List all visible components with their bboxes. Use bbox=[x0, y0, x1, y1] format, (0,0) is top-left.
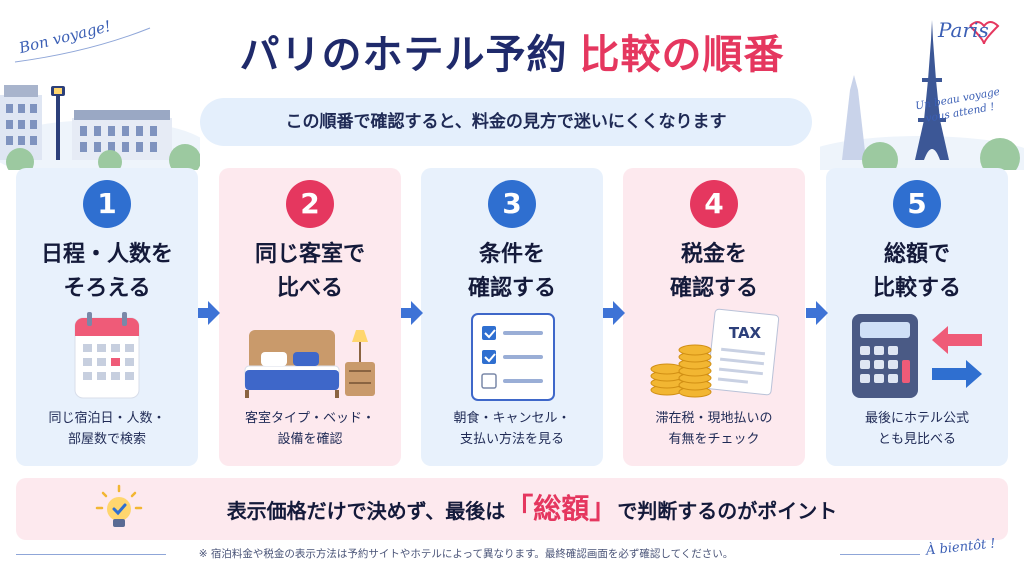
footer-divider bbox=[840, 554, 920, 555]
eiffel-tower-illustration bbox=[820, 20, 1024, 170]
step-number-badge: 2 bbox=[286, 180, 334, 228]
step-number-badge: 1 bbox=[83, 180, 131, 228]
step-description: 最後にホテル公式 とも見比べる bbox=[864, 411, 969, 447]
step-card-3: 3 条件を 確認する 朝食・キャンセル・ 支払い方法を見る bbox=[421, 168, 603, 466]
step-title: 税金を 確認する bbox=[669, 242, 758, 301]
calculator-icon bbox=[852, 314, 982, 398]
step-description: 滞在税・現地払いの 有無をチェック bbox=[655, 411, 773, 447]
paris-text: Paris bbox=[938, 18, 989, 42]
step-number-badge: 5 bbox=[893, 180, 941, 228]
footnote: ※ 宿泊料金や税金の表示方法は予約サイトやホテルによって異なります。最終確認画面… bbox=[198, 548, 734, 560]
footer-divider bbox=[16, 554, 166, 555]
step-title: 総額で 比較する bbox=[872, 242, 961, 301]
title-accent: 比較の順番 bbox=[579, 32, 785, 78]
total-price-highlight: 「総額」 bbox=[505, 492, 618, 525]
arrow-right-icon bbox=[806, 301, 828, 325]
arrow-right-icon bbox=[401, 301, 423, 325]
key-point-text: 表示価格だけで決めず、最後は「総額」で判断するのがポイント bbox=[226, 492, 838, 525]
step-description: 朝食・キャンセル・ 支払い方法を見る bbox=[453, 411, 571, 447]
arrow-right-icon bbox=[603, 301, 625, 325]
lightbulb-icon bbox=[95, 484, 143, 527]
bed-icon bbox=[244, 330, 375, 398]
step-title: 条件を 確認する bbox=[467, 242, 556, 301]
step-number-badge: 4 bbox=[690, 180, 738, 228]
paris-buildings-illustration bbox=[0, 27, 200, 170]
step-card-1: 1 日程・人数を そろえる 同じ宿泊日・人数・ 部屋数で検索 bbox=[16, 168, 198, 466]
step-number-badge: 3 bbox=[488, 180, 536, 228]
checklist-icon bbox=[471, 313, 555, 401]
tax-coins-icon: TAX bbox=[650, 308, 780, 398]
page-title: パリのホテル予約比較の順番 bbox=[0, 22, 1024, 80]
step-card-5: 5 総額で 比較する 最後にホテル公式 とも見比べる bbox=[826, 168, 1008, 466]
tax-label: TAX bbox=[729, 324, 762, 342]
step-title: 同じ客室で 比べる bbox=[254, 242, 365, 301]
subtitle-pill: この順番で確認すると、料金の見方で迷いにくくなります bbox=[200, 98, 812, 146]
step-description: 同じ宿泊日・人数・ 部屋数で検索 bbox=[48, 411, 166, 447]
title-main: パリのホテル予約 bbox=[239, 32, 568, 78]
step-card-2: 2 同じ客室で 比べる 客室タイプ・ベッド・ 設備を確認 bbox=[219, 168, 401, 466]
arrow-right-icon bbox=[198, 301, 220, 325]
step-description: 客室タイプ・ベッド・ 設備を確認 bbox=[244, 411, 375, 447]
key-point-banner: 表示価格だけで決めず、最後は「総額」で判断するのがポイント bbox=[16, 478, 1008, 540]
calendar-icon bbox=[74, 312, 140, 399]
step-card-4: 4 税金を 確認する TAX 滞在税・現地払いの 有無をチェック bbox=[623, 168, 805, 466]
step-title: 日程・人数を そろえる bbox=[40, 242, 173, 301]
